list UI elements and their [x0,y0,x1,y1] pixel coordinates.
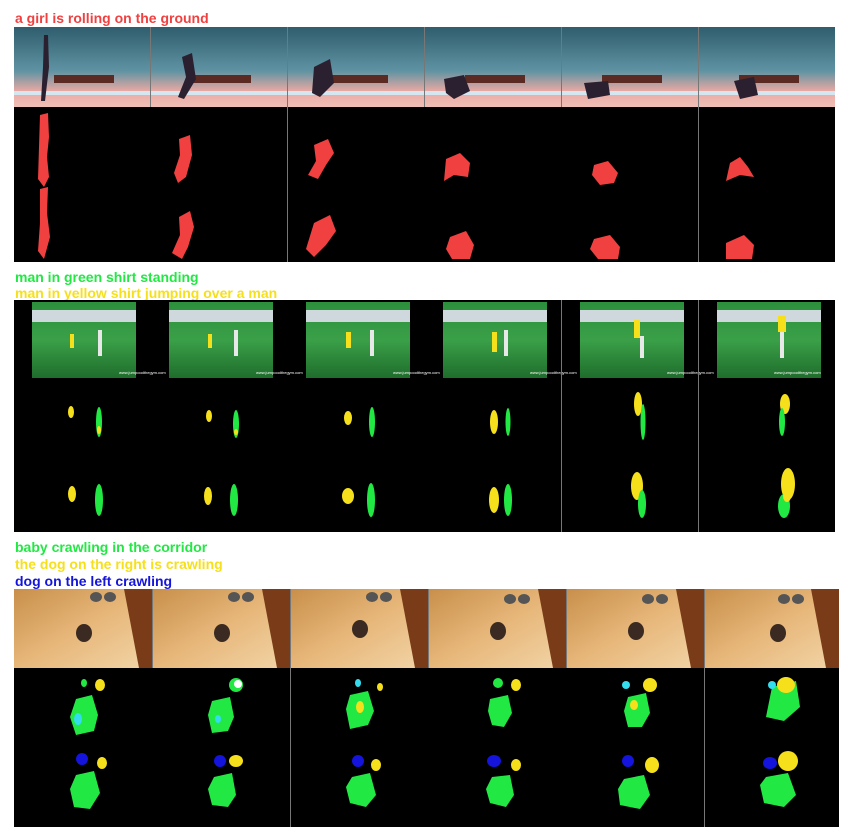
example-2-video-frames [32,302,821,378]
example-1-mask-row-1 [38,113,754,187]
example-3-mask-row-2 [70,751,798,809]
example-2-separators [561,300,699,532]
example-2-watermarks: www.jumpoodthegym.com www.jumpoodthegym.… [119,370,821,375]
caption-dog-left: dog on the left crawling [15,573,173,589]
example-1-separators [150,27,699,262]
watermark-6: www.jumpoodthegym.com [774,370,821,375]
example-3-separators [152,589,705,827]
example-1-mask-row-2 [38,187,754,259]
caption-dog-right: the dog on the right is crawling [15,556,223,572]
example-3-graphic [14,589,839,827]
example-2-people-thumbnails [70,316,786,358]
caption-girl-rolling: a girl is rolling on the ground [15,10,209,26]
example-2-mask-row-1 [68,392,790,440]
watermark-2: www.jumpoodthegym.com [256,370,303,375]
caption-man-green-shirt: man in green shirt standing [15,269,199,285]
caption-man-yellow-shirt: man in yellow shirt jumping over a man [15,285,278,301]
example-3-mask-row-1 [70,677,800,735]
example-3-panel [14,589,839,827]
example-2-panel: www.jumpoodthegym.com www.jumpoodthegym.… [14,300,835,532]
watermark-1: www.jumpoodthegym.com [119,370,166,375]
caption-baby-crawling: baby crawling in the corridor [15,539,208,555]
example-1-panel [14,27,835,262]
example-3-video-frames [14,589,839,668]
watermark-3: www.jumpoodthegym.com [393,370,440,375]
watermark-5: www.jumpoodthegym.com [667,370,714,375]
example-1-graphic [14,27,835,262]
watermark-4: www.jumpoodthegym.com [530,370,577,375]
example-2-graphic: www.jumpoodthegym.com www.jumpoodthegym.… [32,300,821,532]
example-2-mask-row-2 [68,468,795,518]
